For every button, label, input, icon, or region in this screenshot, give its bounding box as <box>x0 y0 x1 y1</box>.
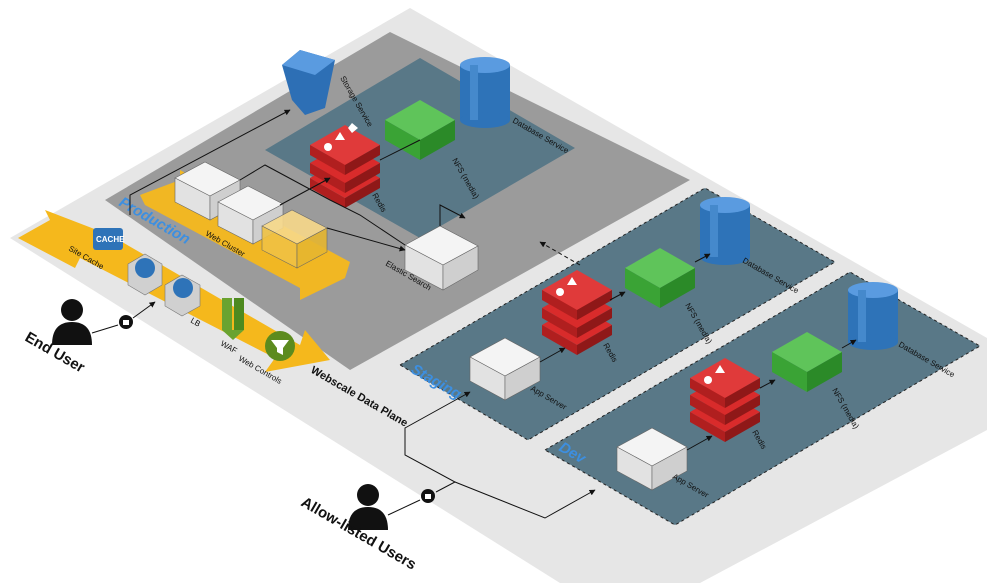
database-icon-staging <box>700 197 750 265</box>
app-server-cube-staging <box>469 337 541 401</box>
allow-listed-users-label: Allow-listed Users <box>298 494 419 574</box>
cache-icon <box>93 228 123 250</box>
staging-to-production-dashed <box>539 241 581 266</box>
nfs-cube-dev <box>772 332 842 392</box>
web-cluster <box>174 161 328 269</box>
allow-listed-lock-icon <box>421 489 435 503</box>
waf-icon <box>222 298 244 340</box>
redis-stack-staging <box>542 270 612 355</box>
nfs-cube-production <box>385 100 455 160</box>
lb-label: LB <box>189 316 202 329</box>
elastic-search-cube <box>404 225 479 291</box>
lb-icon-1 <box>127 253 163 296</box>
allow-listed-users-icon <box>348 484 388 530</box>
storage-service-icon <box>282 50 335 115</box>
cache-badge-text: CACHE <box>96 235 125 244</box>
web-controls-icon <box>265 331 295 361</box>
dev-connectors <box>686 339 857 451</box>
staging-connectors <box>539 253 711 363</box>
end-user-connectors <box>91 301 156 334</box>
lb-icon-2 <box>164 274 201 317</box>
end-user-icon <box>52 299 92 345</box>
production-connectors <box>129 109 466 252</box>
database-icon-dev <box>848 282 898 350</box>
database-icon-production <box>460 57 510 128</box>
allow-listed-connectors <box>387 391 596 519</box>
nfs-cube-staging <box>625 248 695 308</box>
redis-stack-dev <box>690 358 760 442</box>
end-user-lock-icon <box>119 315 133 329</box>
app-server-cube-dev <box>616 427 688 491</box>
